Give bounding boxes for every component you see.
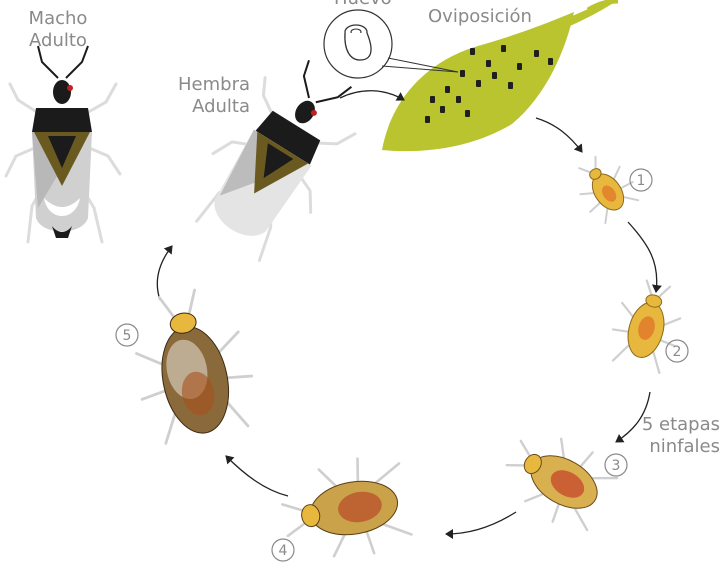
nymph-stage-5 bbox=[122, 282, 261, 446]
stage-number-3: 3 bbox=[612, 458, 621, 474]
nymph-stages-label: 5 etapas ninfales bbox=[600, 414, 720, 458]
nymph-stages-label-line2: ninfales bbox=[600, 436, 720, 458]
stage-number-1: 1 bbox=[637, 173, 646, 189]
stage-number-5: 5 bbox=[123, 328, 132, 344]
female-adult-label-line2: Adulta bbox=[150, 96, 250, 118]
male-adult-label-line2: Adulto bbox=[8, 30, 108, 52]
arrow-stage4-to-stage5 bbox=[226, 456, 288, 496]
arrow-stage5-to-adult bbox=[157, 246, 172, 300]
nymph-stages-label-line1: 5 etapas bbox=[600, 414, 720, 436]
male-adult-label: Macho Adulto bbox=[8, 8, 108, 52]
male-adult-label-line1: Macho bbox=[8, 8, 108, 30]
female-adult-label: Hembra Adulta bbox=[150, 74, 250, 118]
arrow-leaf-to-stage1 bbox=[536, 118, 582, 152]
nymph-stage-1 bbox=[566, 148, 643, 227]
arrow-adult-to-leaf bbox=[340, 91, 404, 100]
male-adult-bug bbox=[6, 46, 120, 242]
oviposition-label: Oviposición bbox=[428, 6, 532, 28]
arrow-stage1-to-stage2 bbox=[628, 222, 657, 292]
female-adult-label-line1: Hembra bbox=[150, 74, 250, 96]
nymph-stage-2 bbox=[605, 275, 689, 375]
arrow-stage3-to-stage4 bbox=[446, 512, 516, 534]
stage-number-4: 4 bbox=[279, 543, 288, 559]
egg-label: Huevo bbox=[334, 0, 392, 10]
nymph-stage-4 bbox=[277, 452, 414, 568]
stage-number-2: 2 bbox=[673, 344, 682, 360]
